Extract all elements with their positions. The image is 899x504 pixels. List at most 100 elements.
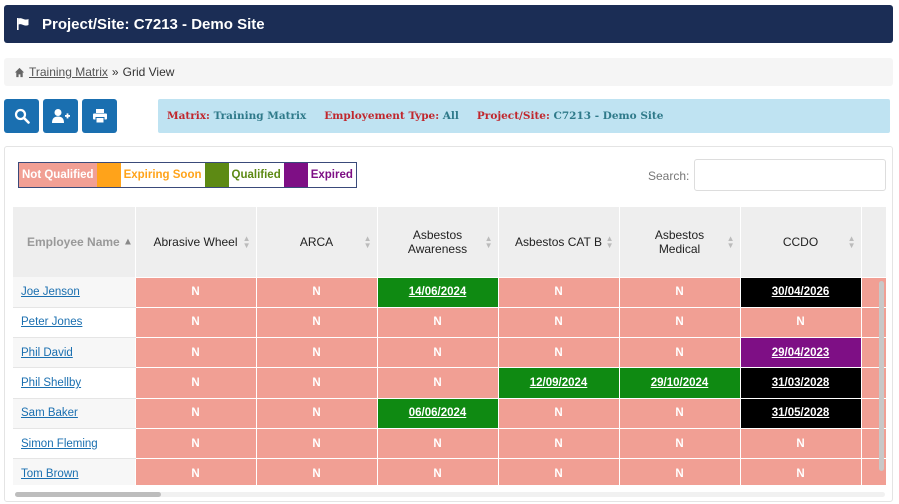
training-status-cell[interactable]: 31/05/2028 bbox=[739, 397, 862, 429]
employee-name-link[interactable]: Simon Fleming bbox=[21, 437, 98, 450]
training-status-cell[interactable]: 31/03/2028 bbox=[739, 367, 862, 399]
column-header-course[interactable]: CCDO▲▼ bbox=[740, 207, 862, 277]
training-status-cell[interactable]: N bbox=[134, 458, 257, 485]
employee-name-link[interactable]: Joe Jenson bbox=[21, 285, 80, 298]
training-status-cell[interactable]: N bbox=[497, 397, 620, 429]
breadcrumb-training-matrix-link[interactable]: Training Matrix bbox=[29, 65, 108, 79]
column-header-course[interactable]: Asbestos CAT B▲▼ bbox=[498, 207, 620, 277]
status-legend: Not Qualified Expiring Soon Qualified Ex… bbox=[18, 162, 357, 188]
column-header-label: Asbestos Awareness bbox=[407, 227, 468, 256]
training-status-cell[interactable]: N bbox=[134, 397, 257, 429]
flag-icon bbox=[17, 18, 29, 30]
training-status-cell[interactable]: 29/04/2023 bbox=[739, 337, 862, 369]
training-status-cell[interactable]: N bbox=[134, 306, 257, 339]
training-status-cell[interactable]: N bbox=[376, 306, 499, 339]
employee-name-link[interactable]: Tom Brown bbox=[21, 467, 79, 480]
training-status-cell[interactable]: N bbox=[255, 306, 378, 339]
training-status-cell[interactable]: N bbox=[255, 367, 378, 399]
training-status-cell[interactable]: N bbox=[255, 397, 378, 429]
vertical-scrollbar[interactable] bbox=[879, 281, 884, 471]
legend-not-qualified: Not Qualified bbox=[19, 163, 97, 187]
employee-name-cell: Phil David bbox=[13, 337, 135, 369]
breadcrumb-current: Grid View bbox=[122, 65, 175, 79]
training-status-cell[interactable]: N bbox=[134, 367, 257, 399]
training-status-cell[interactable]: 30/04/2026 bbox=[739, 276, 862, 308]
training-status-cell[interactable]: N bbox=[134, 337, 257, 369]
training-status-cell[interactable]: N bbox=[618, 337, 741, 369]
training-status-cell[interactable]: N bbox=[376, 367, 499, 399]
legend-expiring-soon: Expiring Soon bbox=[96, 163, 205, 187]
column-header-course[interactable]: ARCA ▲▼ bbox=[256, 207, 378, 277]
column-header-label: Asbestos CAT B bbox=[515, 234, 602, 249]
employee-name-link[interactable]: Phil David bbox=[21, 346, 73, 359]
training-status-cell[interactable]: N bbox=[497, 276, 620, 308]
info-matrix: Matrix: Training Matrix bbox=[167, 110, 307, 122]
column-header-course[interactable]: Asbestos Awareness▲▼ bbox=[377, 207, 499, 277]
training-status-cell[interactable]: N bbox=[376, 337, 499, 369]
page-header: Project/Site: C7213 - Demo Site bbox=[4, 5, 893, 43]
training-status-cell[interactable]: N bbox=[618, 276, 741, 308]
employee-name-cell: Tom Brown bbox=[13, 458, 135, 485]
training-status-cell[interactable]: 29/10/2024 bbox=[618, 367, 741, 399]
column-header-employee-name[interactable]: Employee Name▲ bbox=[13, 207, 136, 277]
training-status-cell[interactable]: N bbox=[376, 427, 499, 460]
print-icon bbox=[92, 109, 107, 124]
training-status-cell[interactable]: 14/06/2024 bbox=[376, 276, 499, 308]
employee-name-link[interactable]: Phil Shellby bbox=[21, 377, 82, 390]
training-status-cell[interactable]: N bbox=[739, 306, 862, 339]
legend-swatch bbox=[204, 163, 229, 187]
horizontal-scrollbar[interactable] bbox=[15, 492, 161, 497]
training-status-cell[interactable]: N bbox=[618, 427, 741, 460]
table-header-row: Employee Name▲ Abrasive Wheel ▲▼ ARCA ▲▼ Asbe… bbox=[13, 207, 886, 277]
training-status-cell[interactable]: N bbox=[618, 306, 741, 339]
add-user-button[interactable] bbox=[43, 99, 78, 133]
column-header-label: Asbestos Medical bbox=[654, 227, 705, 256]
training-status-cell[interactable]: N bbox=[255, 337, 378, 369]
training-status-cell[interactable]: N bbox=[255, 458, 378, 485]
training-status-cell[interactable]: N bbox=[618, 397, 741, 429]
training-status-cell[interactable]: N bbox=[134, 276, 257, 308]
employee-name-link[interactable]: Sam Baker bbox=[21, 407, 78, 420]
sort-icon: ▲▼ bbox=[242, 233, 251, 250]
column-header-partial[interactable] bbox=[861, 207, 886, 277]
horizontal-scroll-track[interactable] bbox=[15, 492, 885, 497]
training-status-cell[interactable]: N bbox=[497, 337, 620, 369]
breadcrumb: Training Matrix » Grid View bbox=[4, 58, 893, 86]
add-user-icon bbox=[51, 109, 70, 123]
training-status-cell[interactable]: 12/09/2024 bbox=[497, 367, 620, 399]
toolbar bbox=[4, 99, 117, 133]
search-icon bbox=[14, 108, 30, 124]
training-status-cell[interactable]: N bbox=[739, 427, 862, 460]
training-status-cell[interactable]: N bbox=[255, 276, 378, 308]
training-status-cell[interactable]: N bbox=[618, 458, 741, 485]
print-button[interactable] bbox=[82, 99, 117, 133]
training-status-cell[interactable]: N bbox=[255, 427, 378, 460]
breadcrumb-separator: » bbox=[111, 65, 119, 79]
employee-name-cell: Sam Baker bbox=[13, 398, 135, 429]
column-header-label: ARCA bbox=[299, 234, 334, 249]
training-status-cell[interactable]: N bbox=[497, 458, 620, 485]
training-status-cell[interactable]: N bbox=[497, 306, 620, 339]
search-button[interactable] bbox=[4, 99, 39, 133]
column-header-label: Abrasive Wheel bbox=[153, 234, 238, 249]
column-header-course[interactable]: Abrasive Wheel ▲▼ bbox=[135, 207, 257, 277]
training-status-cell[interactable]: N bbox=[739, 458, 862, 485]
training-status-cell[interactable]: N bbox=[134, 427, 257, 460]
legend-swatch bbox=[96, 163, 121, 187]
training-table: Employee Name▲ Abrasive Wheel ▲▼ ARCA ▲▼ Asbe… bbox=[13, 207, 886, 485]
training-status-cell[interactable]: N bbox=[497, 427, 620, 460]
training-status-cell[interactable]: N bbox=[376, 458, 499, 485]
search-input[interactable] bbox=[694, 159, 886, 191]
training-status-cell[interactable]: 06/06/2024 bbox=[376, 397, 499, 429]
employee-name-cell: Peter Jones bbox=[13, 307, 135, 339]
info-project-site: Project/Site: C7213 - Demo Site bbox=[476, 110, 664, 122]
column-header-course[interactable]: Asbestos Medical▲▼ bbox=[619, 207, 741, 277]
column-header-label: Employee Name bbox=[27, 235, 120, 249]
sort-icon: ▲▼ bbox=[363, 233, 372, 250]
employee-name-cell: Phil Shellby bbox=[13, 367, 135, 399]
employee-name-link[interactable]: Peter Jones bbox=[21, 316, 83, 329]
